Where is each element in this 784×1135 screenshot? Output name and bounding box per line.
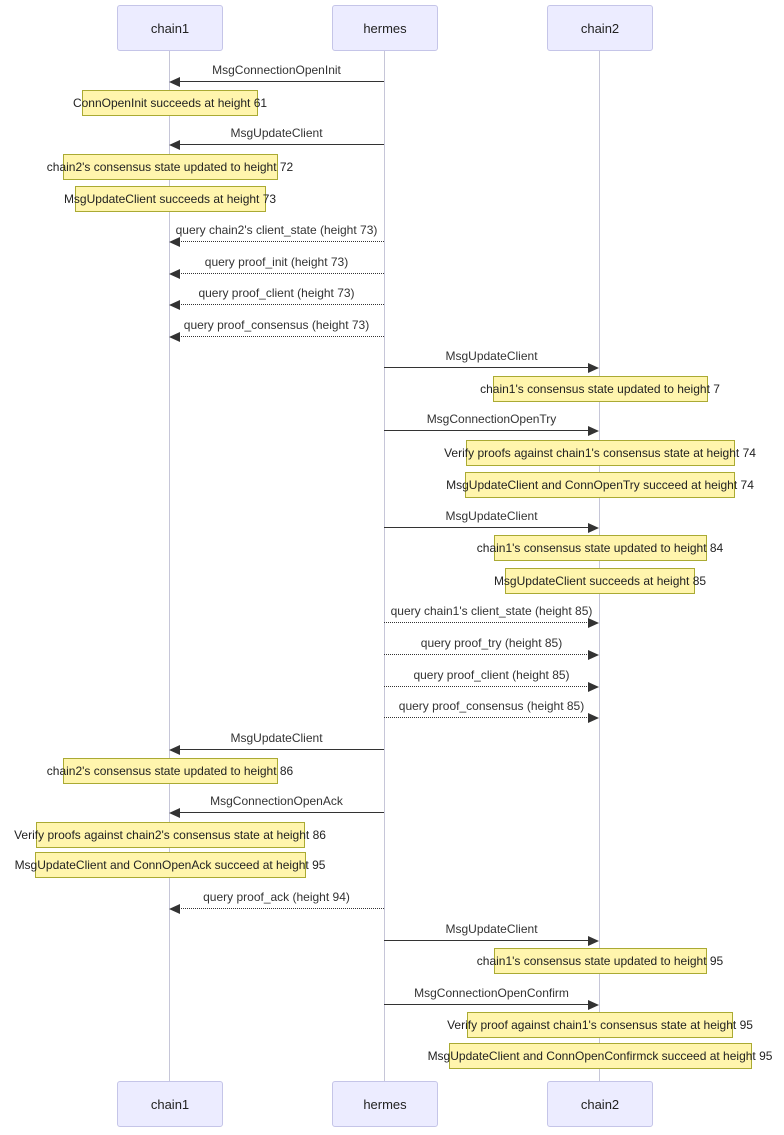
note: chain2's consensus state updated to heig… bbox=[47, 154, 293, 180]
message-arrowhead bbox=[169, 140, 180, 150]
actor-label: hermes bbox=[363, 20, 407, 36]
message-line bbox=[384, 430, 589, 431]
lifeline-chain1 bbox=[168, 51, 170, 1082]
message-label: query proof_client (height 85) bbox=[413, 668, 570, 682]
message-line bbox=[179, 749, 384, 750]
message-line bbox=[179, 81, 384, 82]
note: MsgUpdateClient and ConnOpenConfirmck su… bbox=[428, 1043, 772, 1069]
message-line bbox=[384, 1004, 589, 1005]
message-line bbox=[384, 527, 589, 528]
note: MsgUpdateClient and ConnOpenAck succeed … bbox=[15, 852, 325, 878]
note: chain1's consensus state updated to heig… bbox=[480, 376, 720, 402]
note: Verify proofs against chain2's consensus… bbox=[14, 822, 326, 848]
message-arrowhead bbox=[588, 936, 599, 946]
note: MsgUpdateClient succeeds at height 85 bbox=[494, 568, 706, 594]
message-label: query proof_ack (height 94) bbox=[203, 890, 350, 904]
actor-box-chain1-top: chain1 bbox=[117, 5, 223, 51]
message-line bbox=[179, 144, 384, 145]
message-arrowhead bbox=[588, 523, 599, 533]
actor-box-hermes-bottom: hermes bbox=[332, 1081, 438, 1127]
actor-box-chain2-bottom: chain2 bbox=[547, 1081, 653, 1127]
message-line bbox=[179, 812, 384, 813]
message-arrowhead bbox=[588, 682, 599, 692]
message-arrowhead bbox=[169, 745, 180, 755]
message-label: MsgConnectionOpenInit bbox=[212, 63, 341, 77]
message-line bbox=[384, 940, 589, 941]
message-arrowhead bbox=[169, 237, 180, 247]
message-arrowhead bbox=[588, 1000, 599, 1010]
message-label: MsgUpdateClient bbox=[445, 349, 538, 363]
message-line bbox=[179, 273, 384, 274]
message-arrowhead bbox=[169, 808, 180, 818]
note: chain1's consensus state updated to heig… bbox=[477, 948, 723, 974]
lifeline-chain2 bbox=[598, 51, 600, 1082]
message-line bbox=[179, 336, 384, 337]
message-arrowhead bbox=[588, 713, 599, 723]
message-arrowhead bbox=[169, 300, 180, 310]
message-label: query proof_consensus (height 73) bbox=[183, 318, 370, 332]
message-label: MsgUpdateClient bbox=[445, 922, 538, 936]
actor-box-hermes-top: hermes bbox=[332, 5, 438, 51]
message-arrowhead bbox=[588, 363, 599, 373]
message-arrowhead bbox=[588, 650, 599, 660]
actor-label: chain2 bbox=[580, 1096, 620, 1112]
actor-label: chain1 bbox=[150, 1096, 190, 1112]
note: MsgUpdateClient succeeds at height 73 bbox=[64, 186, 276, 212]
message-arrowhead bbox=[169, 332, 180, 342]
message-label: query proof_init (height 73) bbox=[204, 255, 349, 269]
message-label: MsgConnectionOpenConfirm bbox=[414, 986, 569, 1000]
note: chain1's consensus state updated to heig… bbox=[477, 535, 723, 561]
message-line bbox=[179, 241, 384, 242]
note: Verify proof against chain1's consensus … bbox=[447, 1012, 753, 1038]
note: MsgUpdateClient and ConnOpenTry succeed … bbox=[446, 472, 754, 498]
message-label: query chain1's client_state (height 85) bbox=[390, 604, 593, 618]
message-line bbox=[179, 304, 384, 305]
message-label: query chain2's client_state (height 73) bbox=[175, 223, 378, 237]
message-label: MsgConnectionOpenTry bbox=[426, 412, 557, 426]
note: Verify proofs against chain1's consensus… bbox=[444, 440, 756, 466]
message-label: MsgUpdateClient bbox=[445, 509, 538, 523]
message-label: MsgUpdateClient bbox=[230, 731, 323, 745]
actor-label: chain2 bbox=[580, 20, 620, 36]
message-arrowhead bbox=[169, 269, 180, 279]
actor-label: chain1 bbox=[150, 20, 190, 36]
message-label: query proof_consensus (height 85) bbox=[398, 699, 585, 713]
message-arrowhead bbox=[588, 426, 599, 436]
message-line bbox=[384, 654, 589, 655]
message-label: MsgConnectionOpenAck bbox=[210, 794, 343, 808]
actor-label: hermes bbox=[363, 1096, 407, 1112]
message-arrowhead bbox=[169, 904, 180, 914]
message-label: query proof_client (height 73) bbox=[198, 286, 355, 300]
message-line bbox=[384, 717, 589, 718]
actor-box-chain2-top: chain2 bbox=[547, 5, 653, 51]
message-label: MsgUpdateClient bbox=[230, 126, 323, 140]
actor-box-chain1-bottom: chain1 bbox=[117, 1081, 223, 1127]
lifeline-hermes bbox=[383, 51, 385, 1082]
note: chain2's consensus state updated to heig… bbox=[47, 758, 293, 784]
note: ConnOpenInit succeeds at height 61 bbox=[73, 90, 267, 116]
message-line bbox=[384, 622, 589, 623]
message-line bbox=[384, 686, 589, 687]
message-arrowhead bbox=[588, 618, 599, 628]
message-label: query proof_try (height 85) bbox=[420, 636, 563, 650]
message-line bbox=[384, 367, 589, 368]
message-arrowhead bbox=[169, 77, 180, 87]
message-line bbox=[179, 908, 384, 909]
